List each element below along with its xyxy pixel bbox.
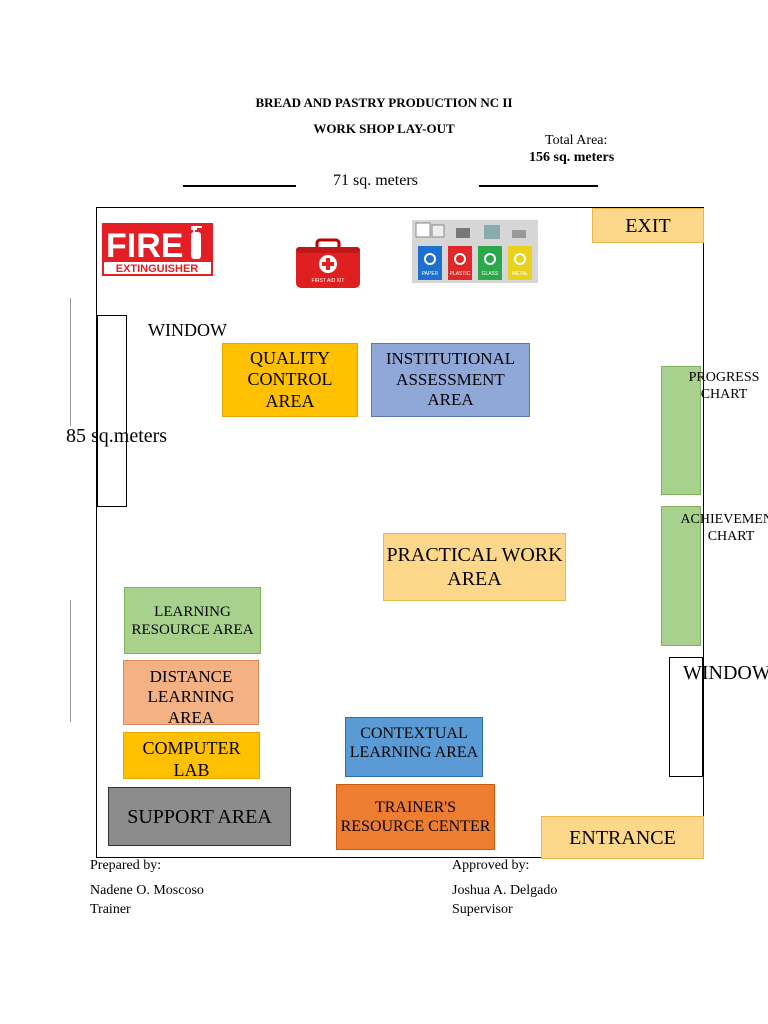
floor-plan-outline	[96, 207, 704, 858]
quality-control-area: QUALITY CONTROL AREA	[222, 343, 358, 417]
prepared-by-label: Prepared by:	[90, 858, 162, 873]
support-area: SUPPORT AREA	[108, 787, 291, 846]
svg-text:EXTINGUISHER: EXTINGUISHER	[116, 263, 199, 275]
page-title: BREAD AND PASTRY PRODUCTION NC II	[255, 95, 513, 110]
dimension-line-right	[479, 185, 598, 187]
first-aid-kit-icon: FIRST AID KIT	[295, 238, 361, 290]
approved-by-role: Supervisor	[452, 902, 513, 917]
window-left-label: WINDOW	[148, 320, 227, 340]
computer-lab-label: COMPUTER LAB	[142, 738, 241, 779]
approved-by-label: Approved by:	[452, 858, 530, 873]
svg-text:FIRST AID KIT: FIRST AID KIT	[312, 278, 345, 284]
total-area-value: 156 sq. meters	[529, 150, 615, 165]
side-dimension-line-top	[70, 298, 71, 426]
dimension-line-left	[183, 185, 296, 187]
entrance-area: ENTRANCE	[541, 816, 704, 859]
progress-chart-board	[661, 366, 701, 495]
prepared-by-name: Nadene O. Moscoso	[90, 883, 204, 898]
svg-text:PLASTIC: PLASTIC	[450, 271, 471, 277]
svg-text:METAL: METAL	[512, 271, 529, 277]
distance-learning-area: DISTANCE LEARNING AREA	[123, 660, 259, 725]
total-area-label: Total Area:	[545, 133, 608, 148]
fire-extinguisher-icon: FIRE EXTINGUISHER	[102, 223, 213, 276]
support-label: SUPPORT AREA	[127, 805, 272, 828]
contextual-learning-area: CONTEXTUAL LEARNING AREA	[345, 717, 483, 777]
svg-text:GLASS: GLASS	[482, 271, 499, 277]
practical-work-area: PRACTICAL WORK AREA	[383, 533, 566, 601]
trainers-resource-label: TRAINER'S RESOURCE CENTER	[340, 798, 491, 835]
trainers-resource-area: TRAINER'S RESOURCE CENTER	[336, 784, 495, 850]
top-dimension-label: 71 sq. meters	[333, 172, 418, 189]
window-right	[669, 657, 703, 777]
quality-control-label: QUALITY CONTROL AREA	[247, 347, 333, 411]
contextual-learning-label: CONTEXTUAL LEARNING AREA	[349, 725, 479, 762]
side-dimension-label: 85 sq.meters	[66, 425, 168, 447]
window-left	[97, 315, 127, 507]
prepared-by-role: Trainer	[90, 902, 131, 917]
exit-label: EXIT	[625, 214, 671, 237]
svg-text:FIRE: FIRE	[106, 227, 183, 265]
learning-resource-area: LEARNING RESOURCE AREA	[124, 587, 261, 654]
svg-text:PAPER: PAPER	[422, 271, 439, 277]
side-dimension-line-bottom	[70, 600, 71, 722]
recycling-bins-icon: PAPER PLASTIC GLASS METAL	[412, 220, 538, 283]
learning-resource-label: LEARNING RESOURCE AREA	[131, 603, 254, 638]
distance-learning-label: DISTANCE LEARNING AREA	[147, 667, 235, 725]
window-right-label: WINDOW	[683, 662, 768, 684]
institutional-assessment-area: INSTITUTIONAL ASSESSMENT AREA	[371, 343, 530, 417]
achievement-chart-label: ACHIEVEMENT CHART	[680, 512, 768, 544]
practical-work-label: PRACTICAL WORK AREA	[386, 544, 563, 590]
progress-chart-label: PROGRESS CHART	[688, 370, 760, 402]
exit-area: EXIT	[592, 208, 704, 243]
entrance-label: ENTRANCE	[569, 826, 676, 849]
approved-by-name: Joshua A. Delgado	[452, 883, 558, 898]
computer-lab-area: COMPUTER LAB	[123, 732, 260, 779]
institutional-assessment-label: INSTITUTIONAL ASSESSMENT AREA	[385, 349, 516, 410]
achievement-chart-board	[661, 506, 701, 646]
page-subtitle: WORK SHOP LAY-OUT	[313, 121, 455, 136]
